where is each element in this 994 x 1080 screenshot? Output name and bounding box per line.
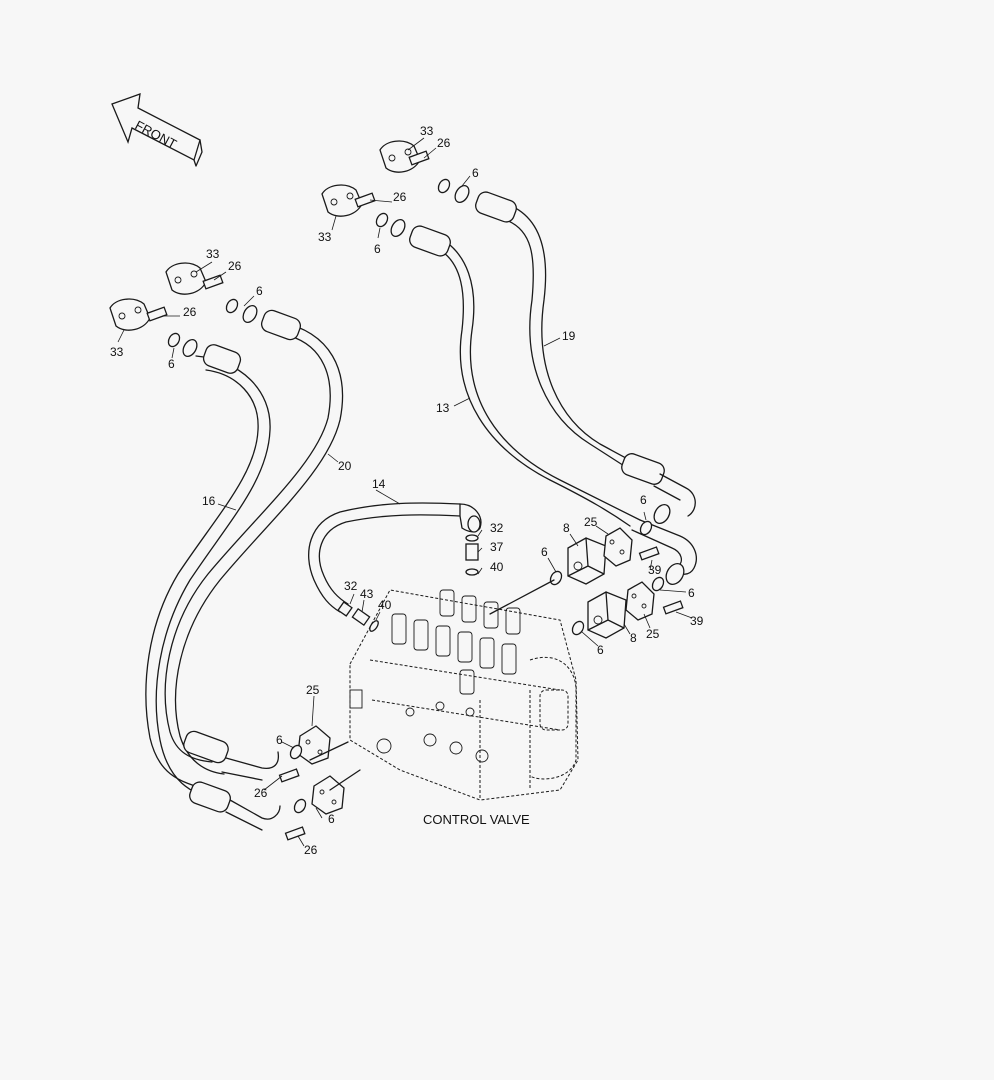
front-arrow-icon: FRONT (111, 93, 203, 167)
control-valve-caption: CONTROL VALVE (423, 812, 530, 827)
leader-lines (117, 137, 693, 847)
flange-33-d (109, 298, 198, 358)
callout-8: 8 (563, 521, 570, 535)
callout-20: 20 (338, 459, 352, 473)
hose-13 (409, 225, 697, 585)
callout-33: 33 (206, 247, 220, 261)
callout-39: 39 (690, 614, 704, 628)
callout-16: 16 (202, 494, 216, 508)
callout-33: 33 (110, 345, 124, 359)
callout-6: 6 (472, 166, 479, 180)
callout-6: 6 (597, 643, 604, 657)
callout-25: 25 (646, 627, 660, 641)
hose-20 (164, 309, 344, 781)
fitting-43 (337, 601, 379, 632)
callout-32: 32 (490, 521, 504, 535)
callout-26: 26 (254, 786, 268, 800)
callout-6: 6 (276, 733, 283, 747)
callout-39: 39 (648, 563, 662, 577)
callout-26: 26 (228, 259, 242, 273)
callout-13: 13 (436, 401, 450, 415)
callout-6: 6 (640, 493, 647, 507)
flange-33-c (165, 262, 258, 324)
callout-37: 37 (490, 540, 504, 554)
callout-26: 26 (393, 190, 407, 204)
hose-19 (475, 191, 696, 524)
flange-33-b (321, 184, 406, 238)
callout-14: 14 (372, 477, 386, 491)
callout-6: 6 (168, 357, 175, 371)
callout-19: 19 (562, 329, 576, 343)
control-valve: CONTROL VALVE (309, 579, 579, 827)
callout-32: 32 (344, 579, 358, 593)
callout-6: 6 (541, 545, 548, 559)
callout-26: 26 (437, 136, 451, 150)
callout-26: 26 (304, 843, 318, 857)
callout-6: 6 (688, 586, 695, 600)
callout-26: 26 (183, 305, 197, 319)
callout-25: 25 (584, 515, 598, 529)
callout-6: 6 (374, 242, 381, 256)
hose-14 (308, 502, 482, 613)
callout-6: 6 (328, 812, 335, 826)
block-8-a (549, 520, 660, 586)
fitting-37 (465, 534, 479, 576)
callout-6: 6 (256, 284, 263, 298)
hose-16 (145, 344, 281, 831)
callout-33: 33 (318, 230, 332, 244)
callout-40: 40 (378, 598, 392, 612)
callout-43: 43 (360, 587, 374, 601)
callout-33: 33 (420, 124, 434, 138)
callouts: 33 26 6 26 33 6 33 26 6 26 33 6 19 13 20… (110, 124, 704, 857)
callout-8: 8 (630, 631, 637, 645)
callout-25: 25 (306, 683, 320, 697)
callout-40: 40 (490, 560, 504, 574)
block-8-b (571, 576, 684, 639)
